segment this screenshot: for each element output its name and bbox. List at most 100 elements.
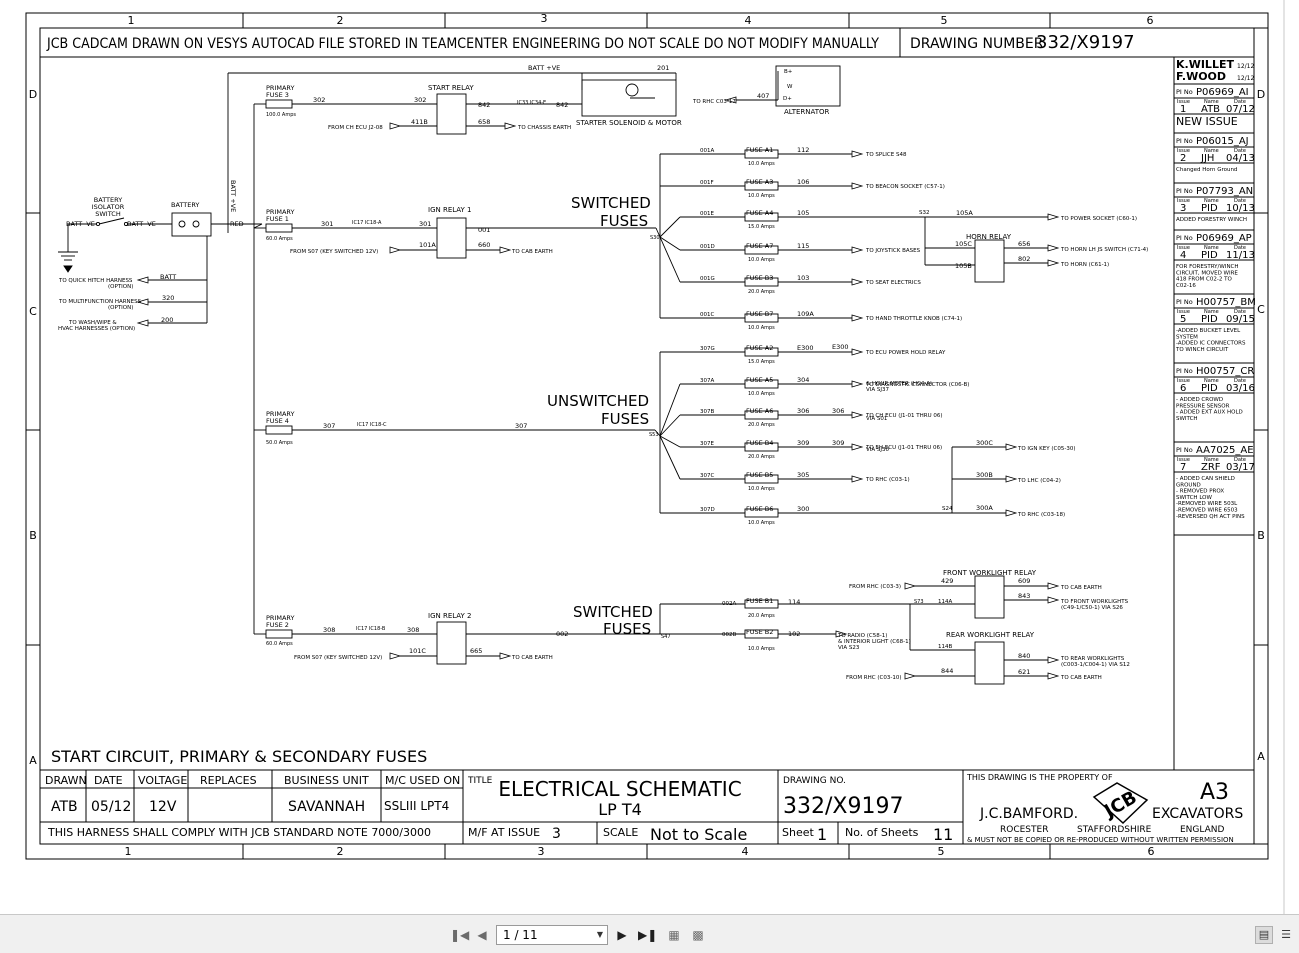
rev-pi-label: PI No bbox=[1176, 187, 1193, 195]
mf-at-issue-value: 3 bbox=[552, 826, 561, 842]
svg-text:REAR WORKLIGHT RELAY: REAR WORKLIGHT RELAY bbox=[946, 631, 1035, 639]
svg-text:(C49-1/C50-1) VIA S26: (C49-1/C50-1) VIA S26 bbox=[1061, 605, 1123, 611]
svg-text:B+: B+ bbox=[784, 69, 793, 75]
rev-note: 418 FROM C02-2 TO bbox=[1176, 277, 1232, 283]
fuse-wire-out: 300 bbox=[797, 505, 809, 513]
drawing-number-header: 332/X9197 bbox=[1036, 32, 1135, 53]
rev-date-header: Date bbox=[1234, 99, 1246, 105]
rev-pi-label: PI No bbox=[1176, 446, 1193, 454]
grid-col-1-top: 1 bbox=[128, 14, 135, 27]
svg-text:& HOUR METER (HC4-A): & HOUR METER (HC4-A) bbox=[866, 381, 932, 387]
svg-text:308: 308 bbox=[407, 626, 419, 634]
next-page-icon[interactable]: ▶ bbox=[617, 928, 627, 942]
rev-issue: 5 bbox=[1180, 314, 1186, 325]
svg-text:ISOLATOR: ISOLATOR bbox=[92, 203, 125, 211]
svg-text:FUSE B2: FUSE B2 bbox=[746, 628, 773, 636]
svg-text:656: 656 bbox=[1018, 240, 1030, 248]
svg-text:TO POWER SOCKET (C60-1): TO POWER SOCKET (C60-1) bbox=[1060, 216, 1137, 222]
svg-text:IGN RELAY 2: IGN RELAY 2 bbox=[428, 612, 472, 620]
svg-text:FROM RHC (C03-3): FROM RHC (C03-3) bbox=[849, 584, 901, 590]
last-page-icon[interactable]: ▶❚ bbox=[638, 928, 658, 942]
svg-text:307: 307 bbox=[515, 422, 527, 430]
rev-name: PID bbox=[1201, 314, 1218, 325]
rev-pi-label: PI No bbox=[1176, 367, 1193, 375]
grid-row-a-right: A bbox=[1257, 750, 1265, 763]
rev-date: 10/13 bbox=[1226, 203, 1255, 214]
svg-text:BATT -VE: BATT -VE bbox=[127, 220, 156, 228]
rev-note: SYSTEM bbox=[1176, 334, 1198, 340]
fuse-destination: TO HAND THROTTLE KNOB (C74-1) bbox=[865, 316, 962, 322]
svg-text:FRONT WORKLIGHT RELAY: FRONT WORKLIGHT RELAY bbox=[943, 569, 1037, 577]
svg-text:VIA S01: VIA S01 bbox=[866, 416, 887, 422]
svg-text:TO RADIO (C58-1): TO RADIO (C58-1) bbox=[837, 633, 887, 639]
ground-symbol bbox=[58, 251, 78, 273]
rev-pi-label: PI No bbox=[1176, 137, 1193, 145]
prev-page-icon[interactable]: ◀ bbox=[477, 928, 487, 942]
fuse-destination: TO ECU POWER HOLD RELAY bbox=[865, 350, 946, 356]
first-page-icon[interactable]: ❚◀ bbox=[450, 928, 470, 942]
rev-pi-number: H00757_CR bbox=[1196, 366, 1254, 377]
grid-col-5-bottom: 5 bbox=[938, 845, 945, 858]
rev-date-header: Date bbox=[1234, 245, 1246, 251]
fuse-wire-in: 307A bbox=[700, 378, 714, 384]
svg-text:842: 842 bbox=[478, 101, 490, 109]
rev-name: ZRF bbox=[1201, 462, 1221, 473]
fuse-destination: TO BEACON SOCKET (C57-1) bbox=[865, 184, 945, 190]
rev-name-header: Name bbox=[1204, 198, 1219, 204]
fuse-label: FUSE A5 bbox=[746, 376, 773, 384]
fuse-wire-in: 307G bbox=[700, 346, 715, 352]
svg-text:TO LHC (C04-2): TO LHC (C04-2) bbox=[1017, 478, 1061, 484]
fuse-destination: TO CH ECU (J1-01 THRU 06) bbox=[865, 413, 942, 419]
svg-text:FROM CH ECU J2-08: FROM CH ECU J2-08 bbox=[328, 125, 383, 131]
grid-col-2-top: 2 bbox=[337, 14, 344, 27]
rev-note: TO WINCH CIRCUIT bbox=[1175, 347, 1229, 353]
val-drawn: ATB bbox=[51, 799, 78, 815]
val-date: 05/12 bbox=[91, 799, 131, 815]
svg-text:PRIMARY: PRIMARY bbox=[266, 208, 295, 216]
svg-text:10.0 Amps: 10.0 Amps bbox=[748, 646, 775, 652]
grid-row-c-right: C bbox=[1257, 303, 1265, 316]
fuse-amps: 20.0 Amps bbox=[748, 422, 775, 428]
page-number-field[interactable]: 1 / 11 ▼ bbox=[496, 925, 608, 945]
svg-text:200: 200 bbox=[161, 316, 173, 324]
company-name: J.C.BAMFORD. bbox=[979, 806, 1078, 822]
rev-issue: 4 bbox=[1180, 250, 1186, 261]
svg-text:001: 001 bbox=[478, 226, 490, 234]
fuse-wire-in: 307B bbox=[700, 409, 714, 415]
svg-text:FROM S07 (KEY SWITCHED 12V): FROM S07 (KEY SWITCHED 12V) bbox=[290, 249, 378, 255]
signature-1: K.WILLET bbox=[1176, 58, 1234, 71]
rev-note: NEW ISSUE bbox=[1176, 115, 1238, 128]
fuse-destination: TO EH ECU (J1-01 THRU 06) bbox=[865, 445, 942, 451]
svg-text:302: 302 bbox=[313, 96, 325, 104]
rev-pi-number: P06015_AJ bbox=[1196, 136, 1249, 147]
fuse-wire-out: E300 bbox=[797, 344, 814, 352]
rev-issue-header: Issue bbox=[1177, 99, 1190, 105]
grid-col-2-bottom: 2 bbox=[337, 845, 344, 858]
svg-text:FROM RHC (C03-10): FROM RHC (C03-10) bbox=[846, 675, 901, 681]
svg-text:TO HORN LH JS SWITCH (C71-4): TO HORN LH JS SWITCH (C71-4) bbox=[1060, 247, 1148, 253]
schematic-components bbox=[58, 65, 1005, 685]
fit-page-icon[interactable]: ▦ bbox=[668, 928, 680, 942]
rev-name-header: Name bbox=[1204, 99, 1219, 105]
single-page-view-icon[interactable]: ▤ bbox=[1255, 926, 1273, 944]
fit-width-icon[interactable]: ▩ bbox=[692, 928, 704, 942]
rev-name: ATB bbox=[1201, 104, 1220, 115]
fuse-destination: TO JOYSTICK BASES bbox=[865, 248, 921, 254]
rev-note: SWITCH LOW bbox=[1176, 495, 1213, 501]
rev-note: - ADDED CROWD bbox=[1176, 397, 1223, 403]
fuse-label: FUSE B5 bbox=[746, 471, 773, 479]
svg-text:842: 842 bbox=[556, 101, 568, 109]
svg-text:TO IGN KEY (C05-30): TO IGN KEY (C05-30) bbox=[1017, 446, 1076, 452]
continuous-view-icon[interactable]: ☰ bbox=[1281, 928, 1291, 941]
schematic-sheet: 1 2 3 4 5 6 1 2 3 4 5 6 D C B A D C B A … bbox=[25, 0, 1285, 914]
fuse-wire-in: 001D bbox=[700, 244, 715, 250]
chevron-down-icon[interactable]: ▼ bbox=[596, 930, 603, 939]
fuse-label: FUSE B7 bbox=[746, 310, 773, 318]
fuse-wire-out: 106 bbox=[797, 178, 809, 186]
fuse-wire-out: 109A bbox=[797, 310, 814, 318]
svg-text:STARTER SOLENOID & MOTOR: STARTER SOLENOID & MOTOR bbox=[576, 119, 682, 127]
rev-note: FOR FORESTRY/WINCH bbox=[1176, 264, 1239, 270]
grid-col-1-bottom: 1 bbox=[125, 845, 132, 858]
hdr-replaces: REPLACES bbox=[200, 774, 257, 787]
hdr-title: TITLE bbox=[467, 776, 493, 786]
